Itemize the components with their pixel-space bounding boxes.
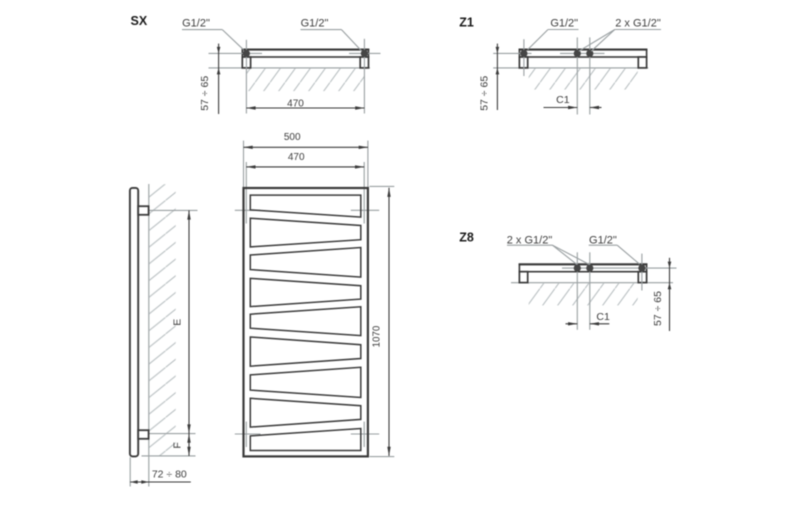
svg-text:E: E <box>172 319 184 326</box>
svg-text:500: 500 <box>284 132 301 143</box>
svg-text:G1/2": G1/2" <box>550 18 578 30</box>
svg-text:G1/2": G1/2" <box>182 17 210 29</box>
svg-text:C1: C1 <box>596 311 610 323</box>
svg-text:57 ÷ 65: 57 ÷ 65 <box>199 76 211 111</box>
svg-text:57 ÷ 65: 57 ÷ 65 <box>479 76 491 111</box>
svg-text:G1/2": G1/2" <box>589 234 617 246</box>
svg-text:2 x G1/2": 2 x G1/2" <box>507 234 553 246</box>
svg-text:Z1: Z1 <box>459 16 474 30</box>
svg-text:2 x G1/2": 2 x G1/2" <box>615 18 661 30</box>
svg-text:SX: SX <box>131 14 148 28</box>
svg-text:F: F <box>172 442 184 448</box>
svg-text:72 ÷ 80: 72 ÷ 80 <box>152 469 187 481</box>
svg-text:Z8: Z8 <box>459 230 474 244</box>
svg-text:G1/2": G1/2" <box>301 17 329 29</box>
svg-text:C1: C1 <box>556 94 570 106</box>
svg-text:470: 470 <box>288 152 305 163</box>
svg-text:57 ÷ 65: 57 ÷ 65 <box>652 291 664 326</box>
svg-text:470: 470 <box>287 99 304 110</box>
svg-text:1070: 1070 <box>372 325 383 347</box>
